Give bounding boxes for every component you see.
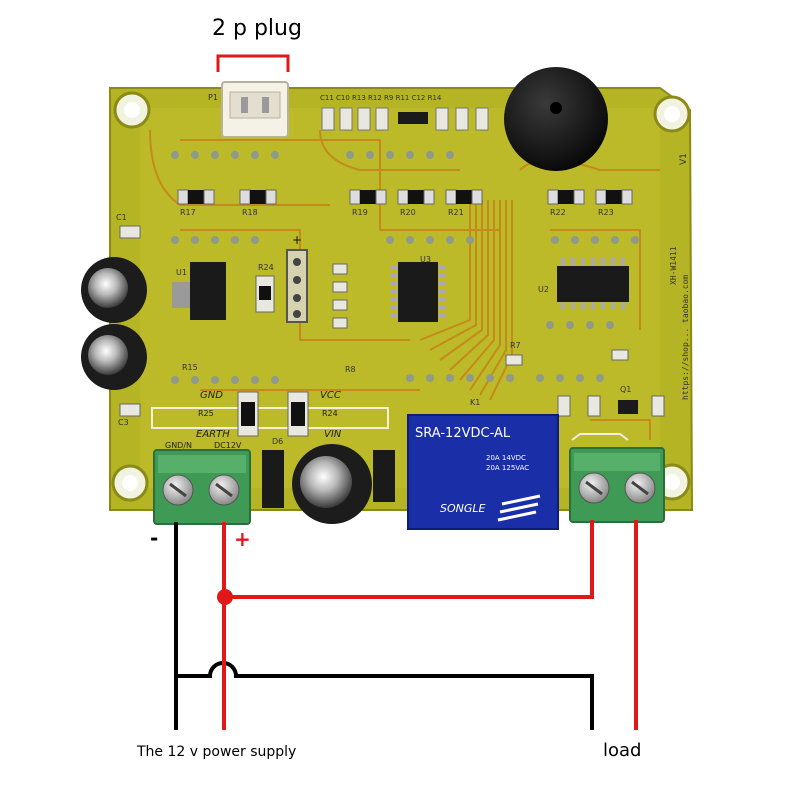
silk-r24: R24 — [258, 263, 274, 272]
electrolytic-cap-3 — [292, 444, 372, 524]
silk-r25: R25 — [198, 409, 214, 418]
silk-power-labels: GND VCC R25 R24 EARTH VIN GND/N DC12V — [151, 390, 389, 450]
relay-logo — [497, 494, 541, 522]
silk-r7: R7 — [510, 341, 521, 350]
buzzer — [504, 67, 608, 171]
silk-vcc: VCC — [320, 390, 341, 401]
resistor-r3 — [373, 450, 395, 502]
silk-k1: K1 — [470, 398, 480, 407]
silk-relay-output-mark — [571, 433, 629, 441]
silk-model: XH-W1411 — [669, 246, 678, 285]
silk-r8: R8 — [345, 365, 356, 374]
silk-vin: VIN — [324, 429, 342, 440]
silk-gnd-n: GND/N — [165, 441, 192, 450]
pcb-traces — [149, 129, 660, 440]
silk-r24-bottom: R24 — [322, 409, 338, 418]
terminal-block-load — [569, 447, 665, 523]
plus-label: + — [234, 527, 251, 551]
relay-rating-1: 20A 14VDC — [486, 454, 526, 462]
relay-brand: SONGLE — [440, 502, 486, 515]
silk-c1: C1 — [116, 213, 127, 222]
ic-u2 — [557, 258, 629, 310]
minus-label: - — [150, 526, 159, 550]
smd-cap-c1 — [119, 225, 141, 239]
silk-dc12v: DC12V — [214, 441, 242, 450]
silk-gnd: GND — [200, 390, 223, 401]
relay: SRA-12VDC-AL 20A 14VDC 20A 125VAC SONGLE — [407, 414, 559, 530]
silk-earth: EARTH — [196, 429, 230, 440]
silk-top-row: C11 C10 R13 R12 R9 R11 C12 R14 — [320, 94, 442, 102]
silk-c3: C3 — [118, 418, 129, 427]
silk-r21: R21 — [448, 208, 464, 217]
voltage-regulator — [172, 262, 226, 320]
silk-q1: Q1 — [620, 385, 631, 394]
power-supply-label: The 12 v power supply — [137, 744, 297, 760]
electrolytic-cap-1 — [81, 257, 147, 323]
plug-callout-bracket — [216, 54, 290, 72]
silk-r19: R19 — [352, 208, 368, 217]
silk-version: V1 — [679, 153, 689, 165]
relay-model: SRA-12VDC-AL — [415, 426, 511, 441]
wire-negative-load — [176, 661, 594, 730]
pin-header: + — [286, 233, 308, 323]
diode-d6 — [262, 450, 284, 508]
smd-top-row — [321, 107, 489, 131]
silk-d6: D6 — [272, 437, 283, 446]
mounting-holes — [111, 91, 691, 502]
smd-caps-middle — [332, 263, 348, 329]
pcb-vias — [171, 151, 639, 384]
resistor-row — [177, 189, 633, 205]
plug-label: 2 p plug — [212, 16, 302, 41]
silk-r18: R18 — [242, 208, 258, 217]
wire-positive-relay — [224, 520, 594, 599]
silk-url: https://shop... taobao.com — [681, 275, 690, 400]
silk-p1: P1 — [208, 93, 218, 102]
wire-junction — [217, 589, 233, 605]
silk-r15: R15 — [182, 363, 198, 372]
smd-parts-right — [505, 349, 665, 417]
resistor-r24-body — [259, 286, 271, 300]
silk-u3: U3 — [420, 255, 431, 264]
power-resistors — [237, 391, 309, 437]
silk-r23: R23 — [598, 208, 614, 217]
header-plus-mark: + — [292, 233, 302, 247]
silk-u1: U1 — [176, 268, 187, 277]
electrolytic-cap-2 — [81, 324, 147, 390]
wiring — [174, 520, 638, 730]
silk-r22: R22 — [550, 208, 566, 217]
smd-cap-c3 — [119, 403, 141, 417]
silk-r20: R20 — [400, 208, 416, 217]
silk-r17: R17 — [180, 208, 196, 217]
load-label: load — [603, 740, 642, 761]
relay-rating-2: 20A 125VAC — [486, 464, 529, 472]
two-pin-plug — [221, 81, 289, 138]
terminal-block-power — [153, 449, 251, 525]
ic-u3 — [390, 262, 446, 322]
silk-u2: U2 — [538, 285, 549, 294]
